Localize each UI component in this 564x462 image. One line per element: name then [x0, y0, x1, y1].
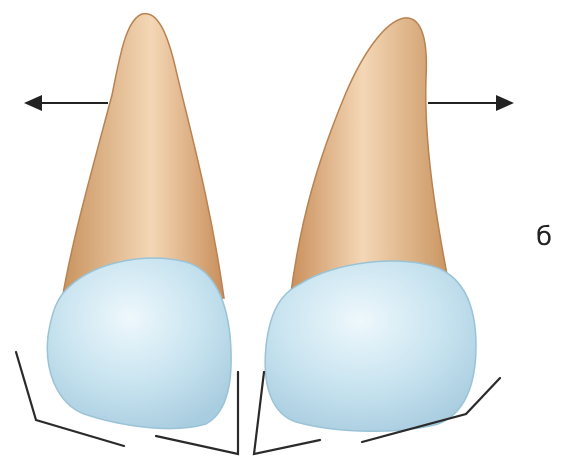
right-crown	[265, 261, 476, 431]
right-root	[290, 18, 452, 300]
right-incisor	[265, 18, 476, 431]
left-root	[62, 14, 224, 300]
left-crown	[47, 258, 231, 428]
left-incisor	[47, 14, 231, 429]
panel-label: б	[536, 222, 552, 252]
